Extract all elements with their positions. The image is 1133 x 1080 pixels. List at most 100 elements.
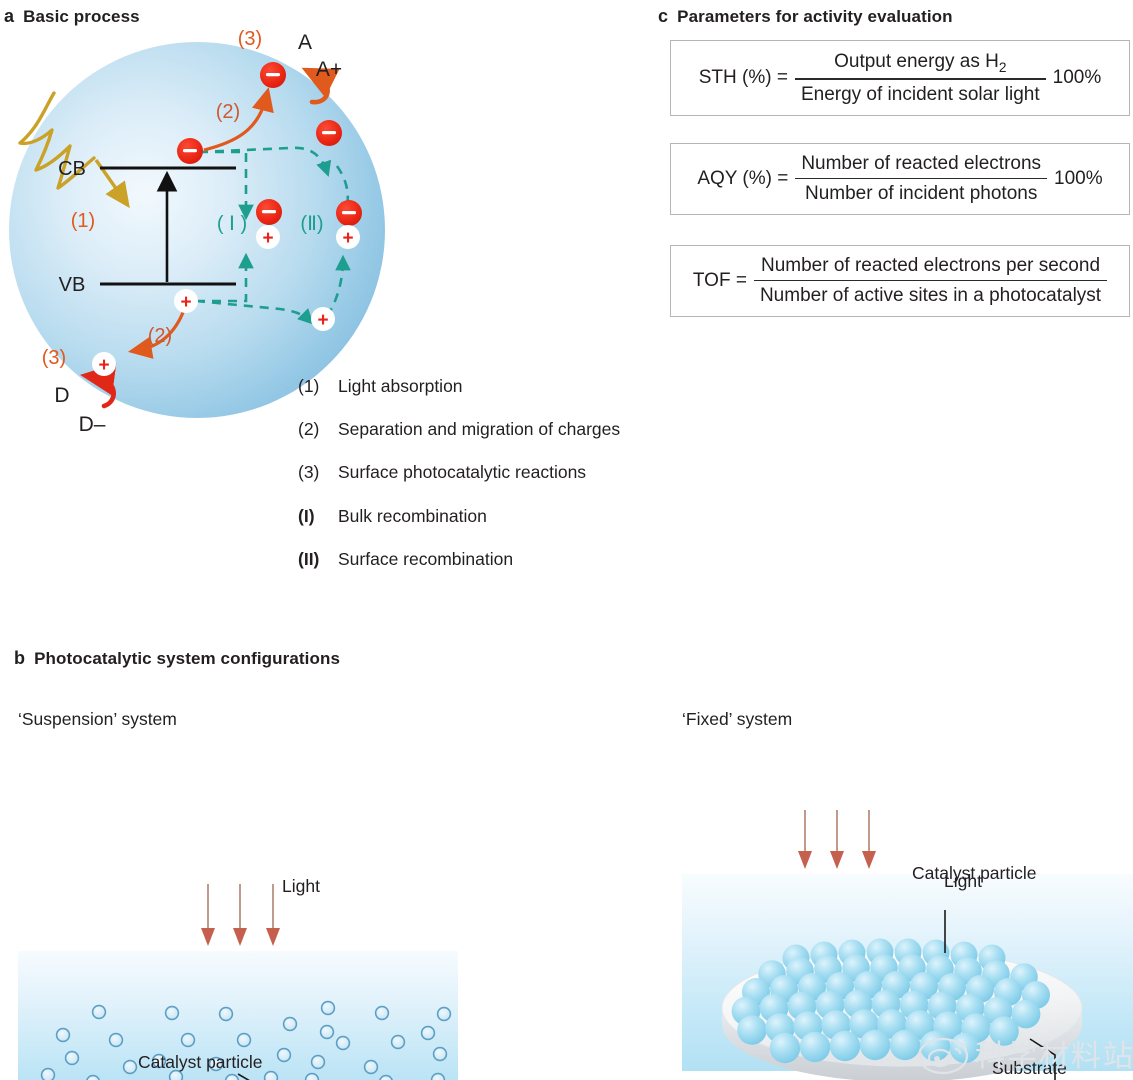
legend-text-3: Surface photocatalytic reactions — [338, 462, 587, 482]
surface-hole-migration-path — [195, 299, 314, 325]
hole-carrier — [92, 352, 116, 376]
legend-item-5: (II) Surface recombination — [298, 549, 513, 570]
minus-glyph — [183, 149, 197, 153]
tof-numerator: Number of reacted electrons per second — [761, 255, 1101, 277]
sth-numerator: Output energy as H2 — [834, 50, 1007, 75]
suspension-light-label: Light — [282, 876, 320, 896]
plus-glyph: + — [262, 228, 273, 249]
donor-label: D — [54, 384, 69, 407]
tof-fraction: Number of reacted electrons per second N… — [753, 253, 1108, 309]
plus-glyph: + — [317, 310, 328, 331]
plus-glyph: + — [342, 228, 353, 249]
reduction-reaction-arrow — [301, 67, 340, 105]
panel-b-system-configurations: b Photocatalytic system configurations ‘S… — [0, 640, 1133, 1080]
panel-b-letter: b — [14, 648, 26, 668]
oxidation-reaction-arrow — [80, 363, 117, 409]
bulk-recombination-label: ( Ⅰ ) — [217, 213, 247, 235]
tof-denominator: Number of active sites in a photocatalys… — [759, 285, 1102, 307]
aqy-fraction-rule — [795, 177, 1048, 180]
suspension-caption-leader-line — [237, 1073, 250, 1080]
panel-c-parameters: c Parameters for activity evaluation STH … — [655, 0, 1133, 350]
aqy-numerator: Number of reacted electrons — [801, 153, 1042, 175]
step-2-top-label: (2) — [216, 101, 240, 123]
substrate-leader-line — [1029, 1038, 1056, 1080]
legend-text-1: Light absorption — [338, 376, 463, 396]
suspension-caption: Catalyst particle — [138, 1052, 263, 1072]
panel-a-heading: a Basic process — [4, 6, 140, 27]
step-3-bottom-label: (3) — [42, 347, 66, 369]
incident-light-wave — [18, 91, 96, 190]
sth-lhs: STH (%) = — [698, 67, 788, 88]
aqy-rhs: 100% — [1054, 168, 1103, 189]
catalyst-sphere — [9, 42, 385, 418]
panel-b-heading: b Photocatalytic system configurations — [14, 648, 340, 669]
step-1-label: (1) — [71, 210, 95, 232]
fixed-light-arrows — [798, 810, 876, 869]
legend-index-4: (I) — [298, 506, 315, 526]
panel-a-basic-process: a Basic process — [0, 0, 660, 600]
formula-box-sth: STH (%) = Output energy as H2 Energy of … — [670, 40, 1130, 116]
suspension-system-illustration — [18, 884, 458, 1080]
incident-light-arrow — [94, 159, 130, 209]
hole-carrier — [311, 307, 335, 331]
fixed-catalyst-particle-array — [731, 938, 1050, 1064]
acceptor-ion-label: A+ — [316, 58, 342, 81]
cb-label: CB — [58, 158, 86, 180]
legend-item-2: (2) Separation and migration of charges — [298, 419, 620, 440]
step-2-bottom-label: (2) — [148, 325, 172, 347]
donor-ion-label: D– — [79, 413, 106, 436]
panel-b-title: Photocatalytic system configurations — [34, 649, 340, 668]
panel-c-letter: c — [658, 6, 669, 26]
panel-a-letter: a — [4, 6, 15, 26]
suspension-light-arrows — [201, 884, 280, 946]
fixed-system-title: ‘Fixed’ system — [682, 709, 793, 729]
legend-index-1: (1) — [298, 376, 320, 396]
plus-glyph: + — [180, 292, 191, 313]
legend-text-2: Separation and migration of charges — [338, 419, 621, 439]
sth-fraction: Output energy as H2 Energy of incident s… — [794, 49, 1046, 107]
panel-c-heading: c Parameters for activity evaluation — [658, 6, 953, 27]
fixed-substrate-caption: Substrate — [992, 1058, 1067, 1078]
suspension-system-title: ‘Suspension’ system — [18, 709, 177, 729]
panel-a-title: Basic process — [23, 7, 140, 26]
legend-item-3: (3)Surface photocatalytic reactions — [298, 462, 586, 483]
fixed-light-label: Light — [944, 871, 982, 891]
surface-recombination-electron-down — [335, 165, 356, 219]
fixed-system-illustration — [682, 810, 1133, 1080]
legend-index-2: (2) — [298, 419, 320, 439]
aqy-fraction: Number of reacted electrons Number of in… — [795, 151, 1048, 207]
legend-item-1: (1) Light absorption — [298, 376, 463, 397]
fixed-particle-caption: Catalyst particle — [912, 863, 1037, 883]
minus-glyph — [266, 73, 280, 77]
step-3-top-label: (3) — [238, 28, 262, 50]
sth-rhs: 100% — [1052, 67, 1102, 88]
hole-carrier — [174, 289, 198, 313]
minus-glyph — [322, 131, 336, 135]
photocatalyst-particle-diagram: CB VB + + + — [9, 28, 385, 436]
sth-denominator: Energy of incident solar light — [800, 83, 1040, 105]
bulk-recombination-electron-path — [199, 150, 254, 221]
plus-glyph: + — [98, 355, 109, 376]
hole-carrier — [256, 225, 280, 249]
aqy-lhs: AQY (%) = — [697, 168, 789, 189]
legend-text-4: Bulk recombination — [338, 506, 487, 526]
minus-glyph — [342, 211, 356, 215]
aqy-denominator: Number of incident photons — [804, 183, 1038, 205]
legend-item-4: (I) Bulk recombination — [298, 506, 487, 527]
bulk-recombination-hole-path — [196, 252, 254, 303]
minus-glyph — [262, 210, 276, 214]
suspended-catalyst-particles — [40, 1000, 452, 1080]
hole-carrier — [336, 225, 360, 249]
formula-box-aqy: AQY (%) = Number of reacted electrons Nu… — [670, 143, 1130, 215]
legend-index-5: (II) — [298, 549, 320, 569]
legend-text-5: Surface recombination — [338, 549, 514, 569]
vb-label: VB — [59, 274, 86, 296]
panel-c-title: Parameters for activity evaluation — [677, 7, 953, 26]
formula-box-tof: TOF = Number of reacted electrons per se… — [670, 245, 1130, 317]
sth-fraction-rule — [794, 78, 1046, 80]
acceptor-label: A — [298, 31, 312, 54]
tof-fraction-rule — [753, 279, 1108, 282]
electron-migration-arrow — [203, 87, 274, 152]
surface-electron-migration-path — [198, 146, 332, 177]
tof-lhs: TOF = — [692, 270, 747, 291]
